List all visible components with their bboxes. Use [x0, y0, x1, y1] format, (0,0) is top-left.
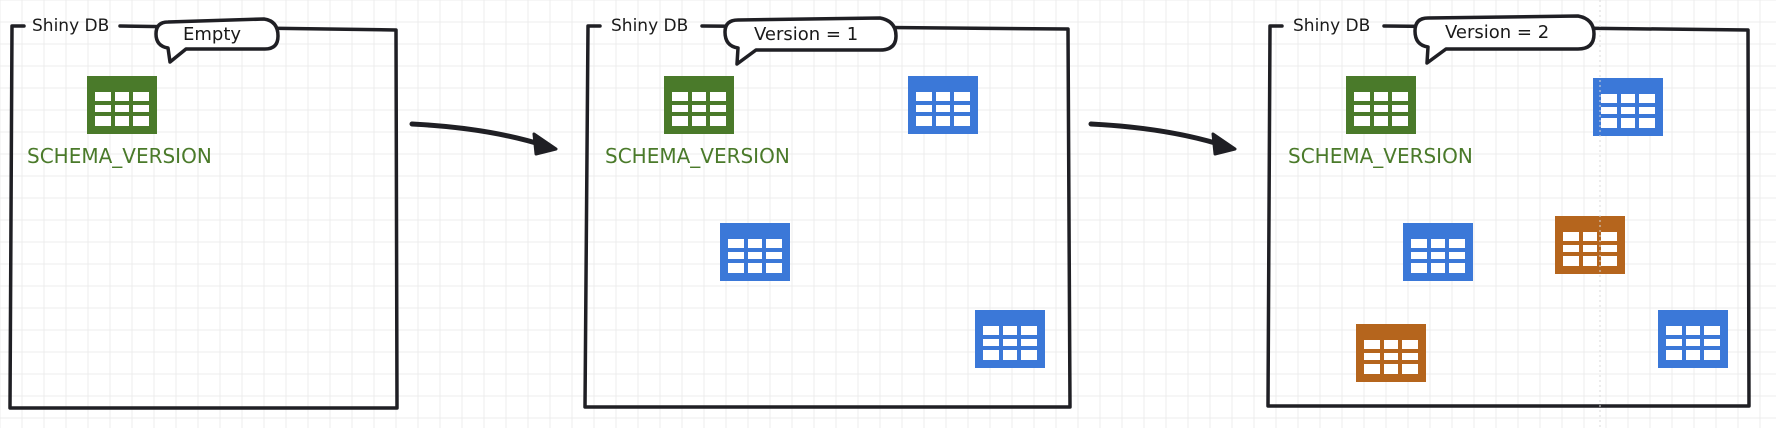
db-label: Shiny DB — [611, 16, 688, 36]
table-icon — [1555, 216, 1625, 274]
arrow-right-icon — [409, 121, 558, 156]
db-label: Shiny DB — [32, 16, 109, 36]
speech-bubble-icon — [723, 16, 898, 66]
table-icon — [1658, 310, 1728, 368]
table-icon — [664, 76, 734, 134]
bubble-text: Version = 1 — [754, 24, 858, 45]
db-panel-version-2: Shiny DB Version = 2 SCHEMA_VERSION — [1266, 14, 1751, 408]
table-icon — [1356, 324, 1426, 382]
bubble-text: Empty — [183, 24, 241, 45]
table-icon — [975, 310, 1045, 368]
table-icon — [87, 76, 157, 134]
table-icon — [1403, 223, 1473, 281]
table-icon — [720, 223, 790, 281]
bubble-text: Version = 2 — [1445, 22, 1549, 43]
db-frame — [8, 24, 399, 410]
speech-bubble-icon — [1413, 14, 1596, 65]
speech-bubble-icon — [154, 17, 280, 64]
db-panel-version-1: Shiny DB Version = 1 SCHEMA_VERSION — [583, 16, 1072, 409]
table-icon — [908, 76, 978, 134]
db-frame — [583, 24, 1072, 409]
db-label: Shiny DB — [1293, 16, 1370, 36]
arrow-right-icon — [1088, 121, 1237, 156]
db-panel-empty: Shiny DB Empty SCHEMA_VERSION — [8, 16, 399, 410]
table-icon — [1346, 76, 1416, 134]
schema-version-label: SCHEMA_VERSION — [605, 144, 790, 168]
schema-version-label: SCHEMA_VERSION — [27, 144, 212, 168]
db-frame — [1266, 24, 1751, 408]
schema-version-label: SCHEMA_VERSION — [1288, 144, 1473, 168]
table-icon — [1593, 78, 1663, 136]
